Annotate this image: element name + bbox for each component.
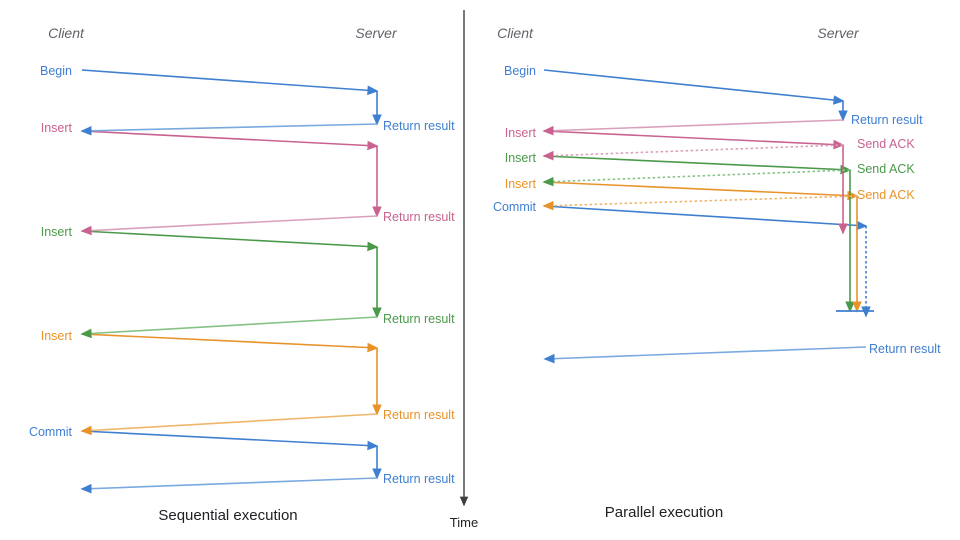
- client-op-label: Commit: [493, 200, 537, 214]
- request-arrow: [81, 333, 379, 353]
- panel-caption: Sequential execution: [158, 507, 297, 524]
- client-op-label: Insert: [41, 225, 73, 239]
- client-op-label: Insert: [505, 126, 537, 140]
- client-op-label: Commit: [29, 425, 73, 439]
- request-arrow: [81, 130, 379, 151]
- lane-title-server: Server: [355, 25, 398, 41]
- request-arrow: [81, 230, 379, 252]
- server-op-label: Send ACK: [857, 137, 915, 151]
- request-arrow: [543, 181, 859, 201]
- lane-title-client: Client: [497, 25, 534, 41]
- request-arrow: [81, 430, 379, 451]
- ack-arrow: [542, 119, 844, 136]
- client-op-label: Insert: [41, 121, 73, 135]
- server-op-label: Return result: [869, 342, 941, 356]
- client-op-label: Insert: [505, 151, 537, 165]
- response-arrow: [80, 316, 378, 339]
- lane-title-client: Client: [48, 25, 85, 41]
- message-lines-layer: [80, 69, 874, 494]
- client-op-label: Insert: [41, 329, 73, 343]
- ack-arrow: [542, 195, 858, 211]
- panel-caption: Parallel execution: [605, 504, 723, 521]
- server-op-label: Return result: [383, 119, 455, 133]
- time-axis-label: Time: [450, 515, 478, 530]
- request-arrow: [543, 155, 852, 175]
- server-op-label: Return result: [383, 312, 455, 326]
- client-op-label: Begin: [504, 64, 536, 78]
- server-op-label: Send ACK: [857, 188, 915, 202]
- response-arrow: [80, 215, 378, 236]
- server-op-label: Return result: [851, 113, 923, 127]
- request-arrow: [81, 69, 379, 96]
- request-arrow: [543, 130, 845, 150]
- lane-title-server: Server: [817, 25, 860, 41]
- client-op-label: Begin: [40, 64, 72, 78]
- response-arrow: [80, 123, 378, 136]
- response-arrow: [80, 413, 378, 436]
- request-arrow: [543, 69, 845, 105]
- server-op-label: Return result: [383, 210, 455, 224]
- time-axis-divider: Time: [450, 10, 478, 530]
- final-response-arrow: [543, 346, 867, 364]
- server-op-label: Return result: [383, 408, 455, 422]
- server-op-label: Return result: [383, 472, 455, 486]
- response-arrow: [80, 477, 378, 494]
- server-op-label: Send ACK: [857, 162, 915, 176]
- ack-arrow: [542, 144, 844, 161]
- request-arrow: [543, 205, 868, 231]
- client-op-label: Insert: [505, 177, 537, 191]
- ack-arrow: [542, 169, 851, 187]
